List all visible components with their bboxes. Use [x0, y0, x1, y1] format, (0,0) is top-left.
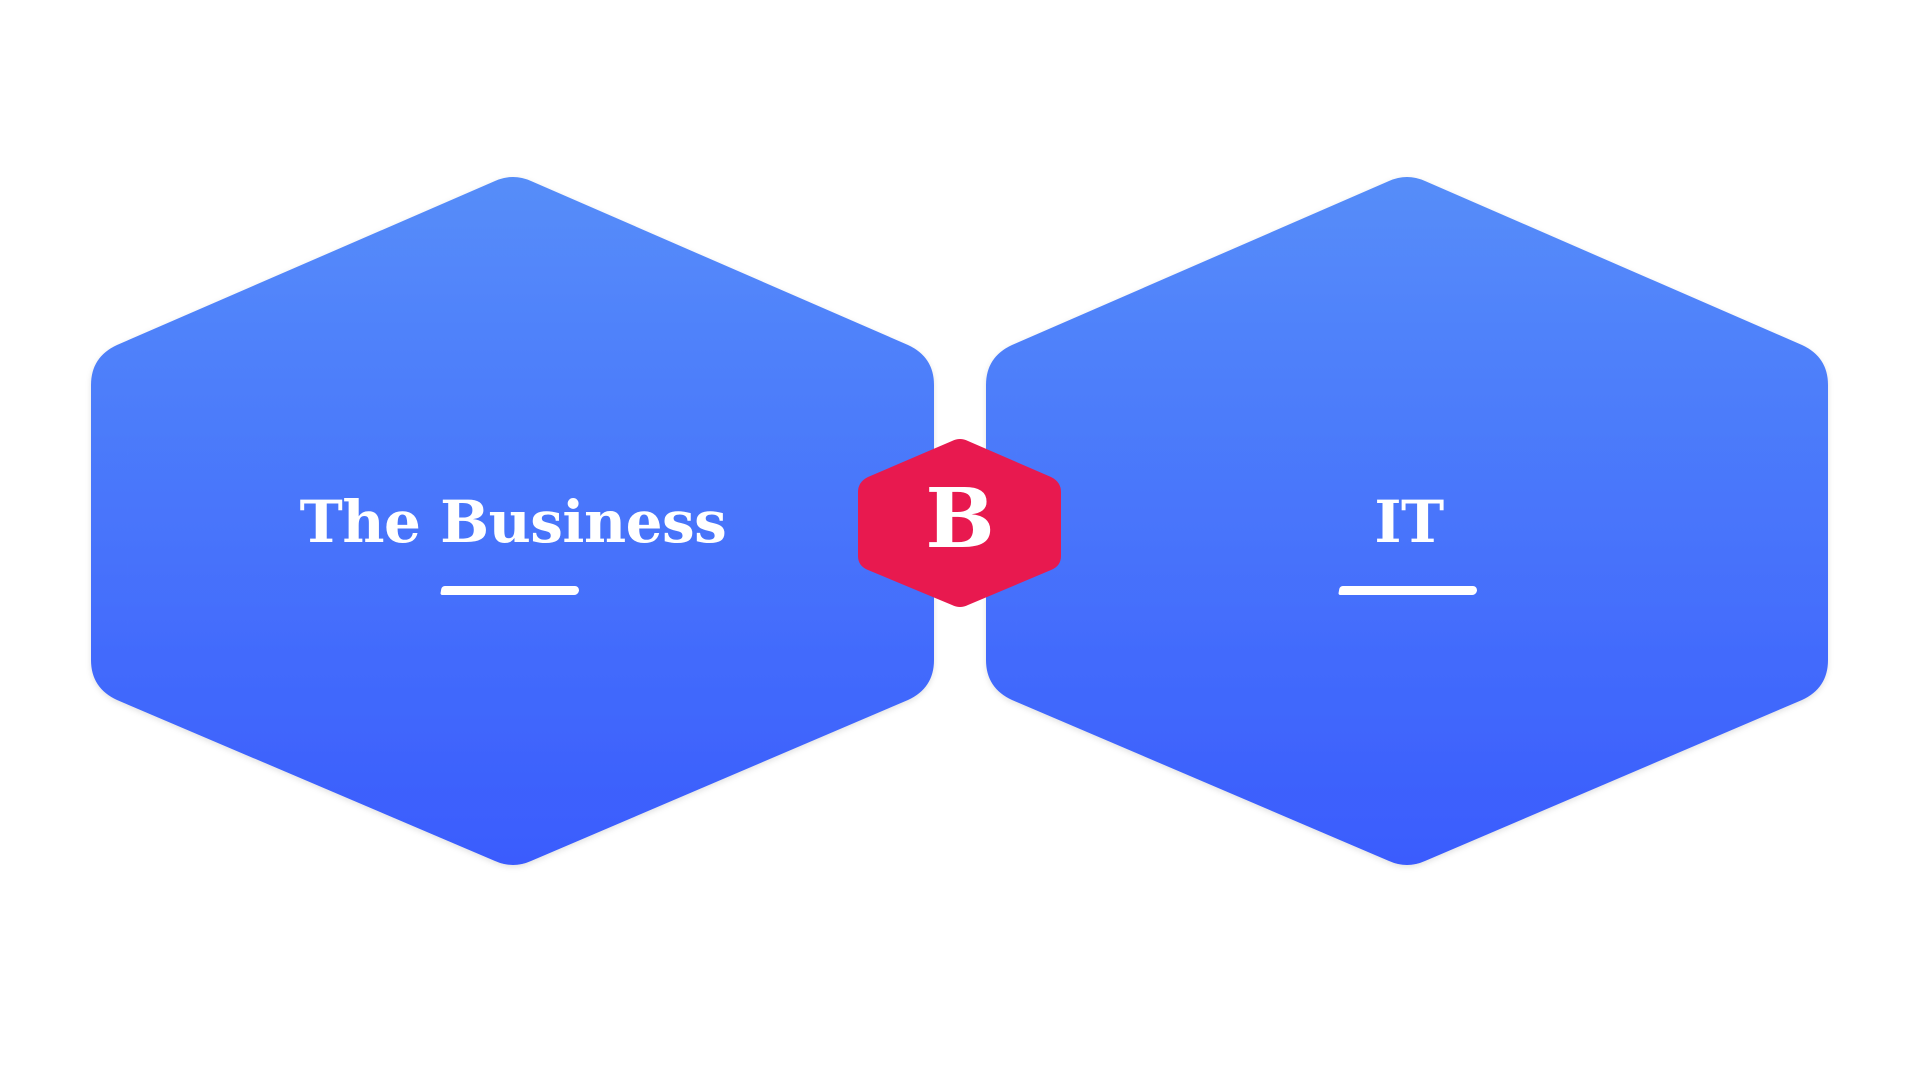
brand-logo-letter: B [925, 471, 995, 567]
business-underline [440, 586, 580, 595]
left-hexagon [91, 177, 934, 865]
right-hexagon [986, 177, 1828, 865]
business-label: The Business [299, 488, 727, 556]
it-underline [1338, 586, 1478, 595]
center-badge-hexagon [858, 439, 1061, 607]
it-label: IT [1374, 488, 1444, 556]
